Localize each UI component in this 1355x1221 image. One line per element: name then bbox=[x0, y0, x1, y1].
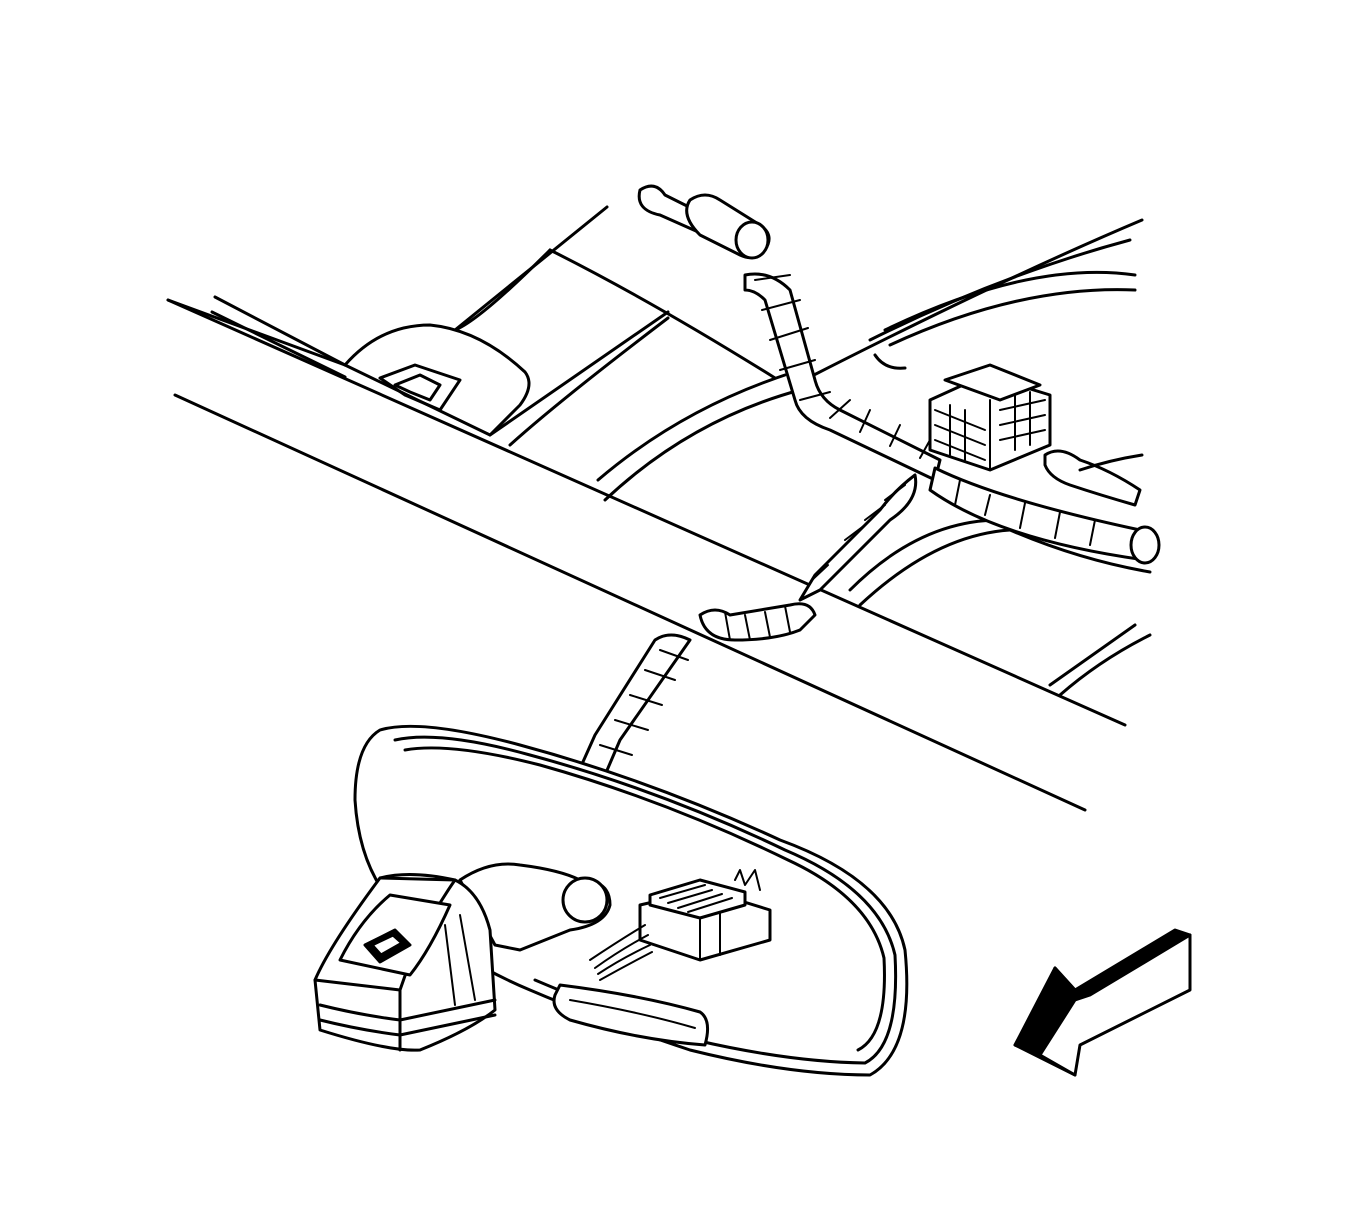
mirror-electrical-connector bbox=[589, 869, 772, 981]
inside-rearview-mirror bbox=[353, 724, 909, 1077]
roof-harness-connector bbox=[928, 363, 1144, 507]
headliner-panel bbox=[210, 205, 1157, 697]
visor-clip bbox=[343, 323, 531, 437]
view-direction-arrow bbox=[1013, 928, 1192, 1077]
windshield-header-panel bbox=[166, 298, 1127, 812]
mirror-mount-base bbox=[313, 862, 612, 1052]
